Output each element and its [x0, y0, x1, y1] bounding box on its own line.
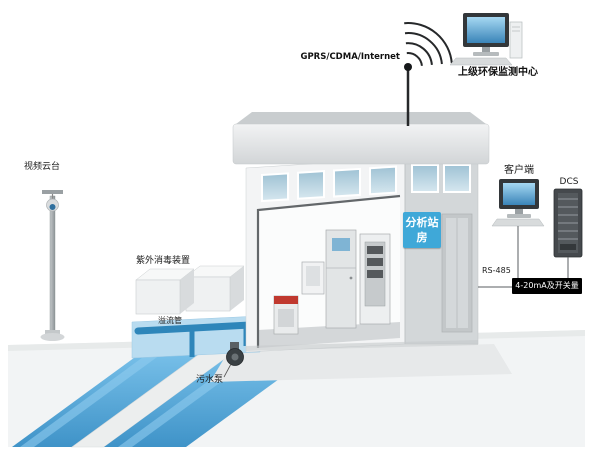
antenna [404, 22, 453, 126]
station-apron [210, 344, 512, 382]
sewage-pump [223, 342, 244, 378]
client-computer [491, 179, 545, 227]
monitor-screen [503, 183, 535, 205]
monitor-screen [467, 17, 505, 43]
uv-device-label: 紫外消毒装置 [136, 256, 191, 266]
monitoring-center-label: 上级环保监测中心 [458, 67, 538, 78]
monitoring-center-computer [449, 13, 523, 66]
interior-equipment [273, 229, 391, 335]
keyboard [491, 218, 545, 227]
client-label: 客户端 [504, 165, 534, 176]
building-door [441, 213, 473, 333]
overflow-pipe-label: 溢流管 [158, 316, 182, 325]
camera-label: 视频云台 [24, 162, 61, 172]
building-base-band [246, 340, 478, 351]
pump-leader-line [223, 363, 232, 378]
antenna-head [404, 63, 412, 71]
camera-lens [49, 204, 56, 210]
opening-edge [256, 194, 401, 348]
sewage-pump-label: 污水泵 [196, 375, 224, 385]
building-windows [261, 164, 471, 203]
keyboard [449, 57, 513, 66]
analog-io-label: 4-20mA及开关量 [512, 278, 582, 294]
station-sign: 分析站房 [403, 212, 441, 248]
building-roof [232, 112, 490, 165]
water-highlight [20, 352, 164, 447]
uv-disinfection-unit [135, 265, 245, 315]
ptz-camera [40, 190, 65, 341]
signal-waves-icon [404, 22, 453, 66]
gprs-label: GPRS/CDMA/Internet [300, 52, 400, 62]
dcs-label: DCS [559, 177, 579, 187]
analysis-station-building [232, 112, 490, 353]
rs485-label: RS-485 [482, 266, 511, 275]
dcs-server [553, 188, 583, 258]
